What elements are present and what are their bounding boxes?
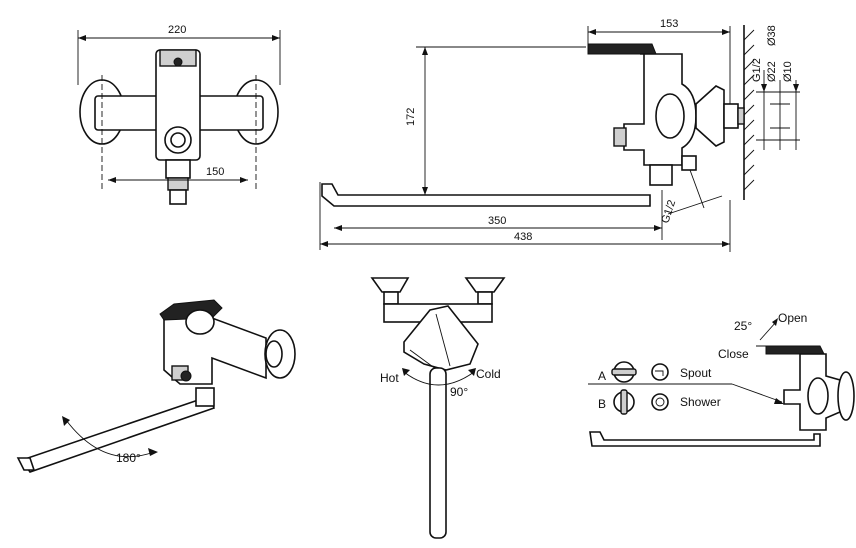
label-position-a: A xyxy=(598,369,606,383)
label-shower: Shower xyxy=(680,395,721,409)
front-view: 220 150 xyxy=(77,24,281,205)
dim-diameter-mid: Ø22 xyxy=(766,61,778,82)
label-tilt-angle: 25° xyxy=(734,319,752,333)
handle-view: Hot Cold 90° xyxy=(370,277,506,539)
dim-thread-top: G1/2 xyxy=(751,58,763,82)
faucet-icon xyxy=(651,363,669,381)
label-rotation-angle: 180° xyxy=(116,451,141,465)
dim-overall-length: 438 xyxy=(514,231,532,243)
label-spout: Spout xyxy=(680,366,712,380)
dim-diameter-outer: Ø38 xyxy=(766,25,778,46)
operation-view: 25° Open Close A Spout B Shower xyxy=(588,311,855,447)
dim-spout-length: 350 xyxy=(488,215,506,227)
perspective-view: 180° xyxy=(16,299,296,473)
label-handle-angle: 90° xyxy=(450,385,468,399)
label-open: Open xyxy=(778,311,807,325)
shower-head-icon xyxy=(651,393,669,411)
side-view: 153 172 350 438 xyxy=(319,18,800,252)
label-position-b: B xyxy=(598,397,606,411)
dim-side-height: 172 xyxy=(405,108,417,126)
dim-front-width: 220 xyxy=(168,24,186,36)
dim-center-distance: 150 xyxy=(206,166,224,178)
label-hot: Hot xyxy=(380,371,399,385)
label-close: Close xyxy=(718,347,749,361)
dim-wall-depth: 153 xyxy=(660,18,678,30)
dim-diameter-inner: Ø10 xyxy=(782,61,794,82)
label-cold: Cold xyxy=(476,367,501,381)
